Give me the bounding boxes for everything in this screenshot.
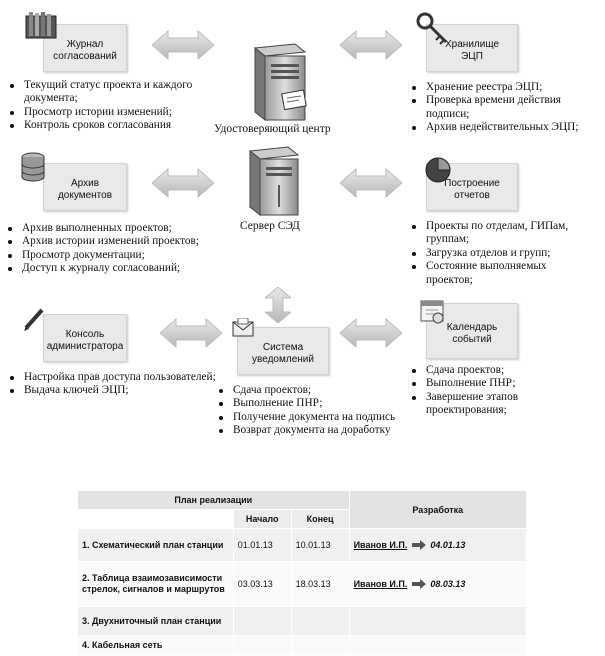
developer-link[interactable]: Иванов И.П. [353,539,408,550]
calendar-label: Календарь событий [446,322,498,345]
reports-label: Построение отчетов [444,178,500,201]
list-item: Выполнение ПНР; [408,377,558,390]
arrow-journal-cert [152,30,214,60]
calendar-icon [420,298,446,329]
folders-icon [24,12,58,45]
pen-icon [22,306,46,337]
plan-header: План реализации [77,490,350,510]
sed-server-icon [240,145,306,222]
table-row: 2. Таблица взаимозависимости стрелок, си… [77,561,528,607]
list-item: Сдача проектов; [215,384,415,397]
notify-list: Сдача проектов; Выполнение ПНР; Получени… [215,384,415,438]
key-icon [416,12,450,51]
list-item: Просмотр истории изменений; [6,106,216,119]
arrow-archive-sed [152,168,214,198]
journal-list: Текущий статус проекта и каждого докумен… [6,79,216,133]
list-item: Проекты по отделам, ГИПам, группам; [408,220,588,247]
list-item: Просмотр документации; [4,249,224,262]
arrow-right-icon [411,579,426,590]
plan-table: План реализации Разработка Начало Конец … [77,490,528,656]
list-item: Настройка прав доступа пользователей; [6,371,226,384]
list-item: Архив истории изменений проектов; [4,235,224,248]
envelope-icon [232,317,254,343]
list-item: Архив недействительных ЭЦП; [408,121,593,134]
console-box: Консоль администратора [43,314,127,362]
list-item: Выдача ключей ЭЦП; [6,384,226,397]
table-row: 4. Кабельная сеть [77,635,528,656]
arrow-notify-calendar [340,318,402,348]
table-row: 1. Схематический план станции 01.01.13 1… [77,528,528,562]
arrow-right-icon [411,540,426,551]
list-item: Возврат документа на доработку [215,424,415,437]
journal-label: Журнал согласований [53,39,117,62]
dev-header: Разработка [348,490,528,529]
database-icon [20,152,46,187]
list-item: Выполнение ПНР; [215,397,415,410]
arrow-sed-notify [265,287,291,323]
archive-list: Архив выполненных проектов; Архив истори… [4,222,224,276]
list-item: Архив выполненных проектов; [4,222,224,235]
console-list: Настройка прав доступа пользователей; Вы… [6,371,226,398]
end-header: Конец [290,509,350,529]
storage-list: Хранение реестра ЭЦП; Проверка времени д… [408,81,593,135]
console-label: Консоль администратора [46,329,124,352]
arrow-sed-reports [340,168,402,198]
list-item: Текущий статус проекта и каждого докумен… [6,79,216,106]
list-item: Сдача проектов; [408,364,558,377]
calendar-list: Сдача проектов; Выполнение ПНР; Завершен… [408,364,558,418]
reports-list: Проекты по отделам, ГИПам, группам; Загр… [408,220,588,287]
arrow-cert-storage [340,30,402,60]
list-item: Проверка времени действия подписи; [408,94,593,121]
list-item: Завершение этапов проектирования; [408,391,558,418]
cert-center-server-icon [243,42,313,127]
cert-center-caption: Удостоверяющий центр [214,123,331,135]
sed-server-caption: Сервер СЭД [240,220,300,232]
list-item: Доступ к журналу согласований; [4,262,224,275]
list-item: Загрузка отделов и групп; [408,247,588,260]
table-row: 3. Двухниточный план станции [77,606,528,636]
storage-box: Хранилище ЭЦП [426,24,518,72]
list-item: Контроль сроков согласования [6,119,216,132]
start-header: Начало [232,509,292,529]
journal-box: Журнал согласований [43,24,127,72]
notify-label: Система уведомлений [252,342,314,365]
list-item: Получение документа на подпись [215,411,415,424]
list-item: Состояние выполняемых проектов; [408,260,588,287]
archive-label: Архив документов [57,178,113,201]
pie-chart-icon [424,156,452,189]
developer-link[interactable]: Иванов И.П. [353,578,408,589]
archive-box: Архив документов [43,163,127,211]
arrow-console-notify [160,318,222,348]
storage-label: Хранилище ЭЦП [445,39,499,62]
list-item: Хранение реестра ЭЦП; [408,81,593,94]
